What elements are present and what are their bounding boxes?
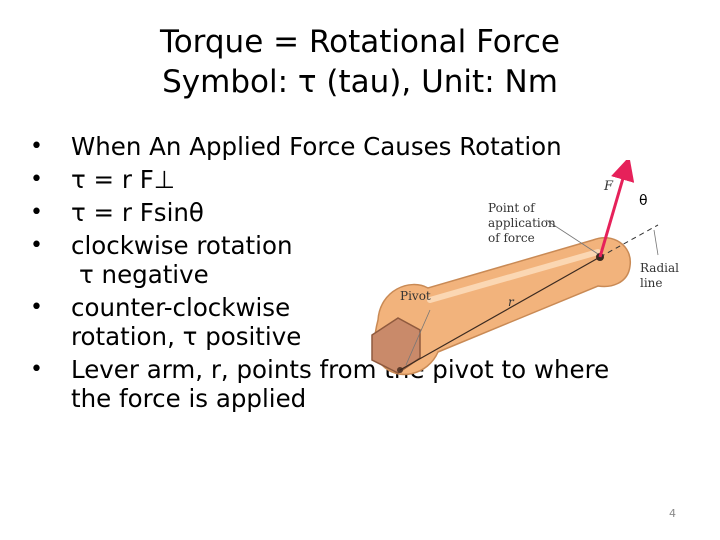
slide-title: Torque = Rotational Force Symbol: τ (tau…: [0, 22, 720, 102]
bullet-text: τ = r Fsinθ: [71, 198, 204, 227]
leader-line: [405, 309, 431, 366]
force-arrow-icon: [598, 160, 635, 258]
wrench-torque-diagram: Pivot Point of application of force Radi…: [371, 160, 679, 376]
bullet-text-continued: τ negative: [79, 260, 209, 289]
nut-icon: [371, 317, 421, 374]
bullet-text: counter-clockwise: [71, 293, 291, 322]
theta-label: θ: [639, 193, 648, 209]
radial-line-label: line: [640, 276, 663, 290]
lever-arm-label: r: [508, 295, 515, 309]
bullet-text: clockwise rotation: [71, 231, 293, 260]
slide-number: 4: [669, 507, 676, 520]
bullet-item: • counter-clockwise rotation, τ positive: [30, 293, 680, 351]
bullet-dot-icon: •: [30, 295, 43, 320]
bullet-item: • τ = r F⊥: [30, 165, 680, 194]
force-label: F: [603, 179, 614, 194]
point-of-application-label: application: [488, 216, 556, 230]
bullet-item: • When An Applied Force Causes Rotation: [30, 132, 680, 161]
bullet-text: When An Applied Force Causes Rotation: [71, 132, 562, 161]
wrench-icon: [371, 237, 631, 376]
bullet-dot-icon: •: [30, 357, 43, 382]
bullet-text-continued: the force is applied: [71, 384, 307, 413]
bullet-dot-icon: •: [30, 167, 43, 192]
point-of-application-label: Point of: [488, 201, 536, 215]
radial-line: [599, 224, 659, 258]
bullet-list: • When An Applied Force Causes Rotation …: [30, 132, 680, 413]
bullet-dot-icon: •: [30, 233, 43, 258]
bullet-text: Lever arm, r, points from the pivot to w…: [71, 355, 610, 384]
leader-line: [653, 229, 659, 256]
bullet-item: • Lever arm, r, points from the pivot to…: [30, 355, 680, 413]
bullet-dot-icon: •: [30, 134, 43, 159]
bullet-item: • τ = r Fsinθ: [30, 198, 680, 227]
bullet-item: • clockwise rotation τ negative: [30, 231, 680, 289]
title-line-2: Symbol: τ (tau), Unit: Nm: [162, 64, 558, 100]
bullet-text-continued: rotation, τ positive: [71, 322, 302, 351]
pivot-label: Pivot: [400, 289, 431, 303]
title-line-1: Torque = Rotational Force: [160, 24, 560, 60]
point-of-application-label: of force: [488, 231, 535, 245]
lever-arm-line: [399, 256, 601, 371]
radial-line-label: Radial: [640, 261, 679, 275]
bullet-text: τ = r F⊥: [71, 165, 176, 194]
leader-line: [545, 219, 599, 255]
bullet-dot-icon: •: [30, 200, 43, 225]
